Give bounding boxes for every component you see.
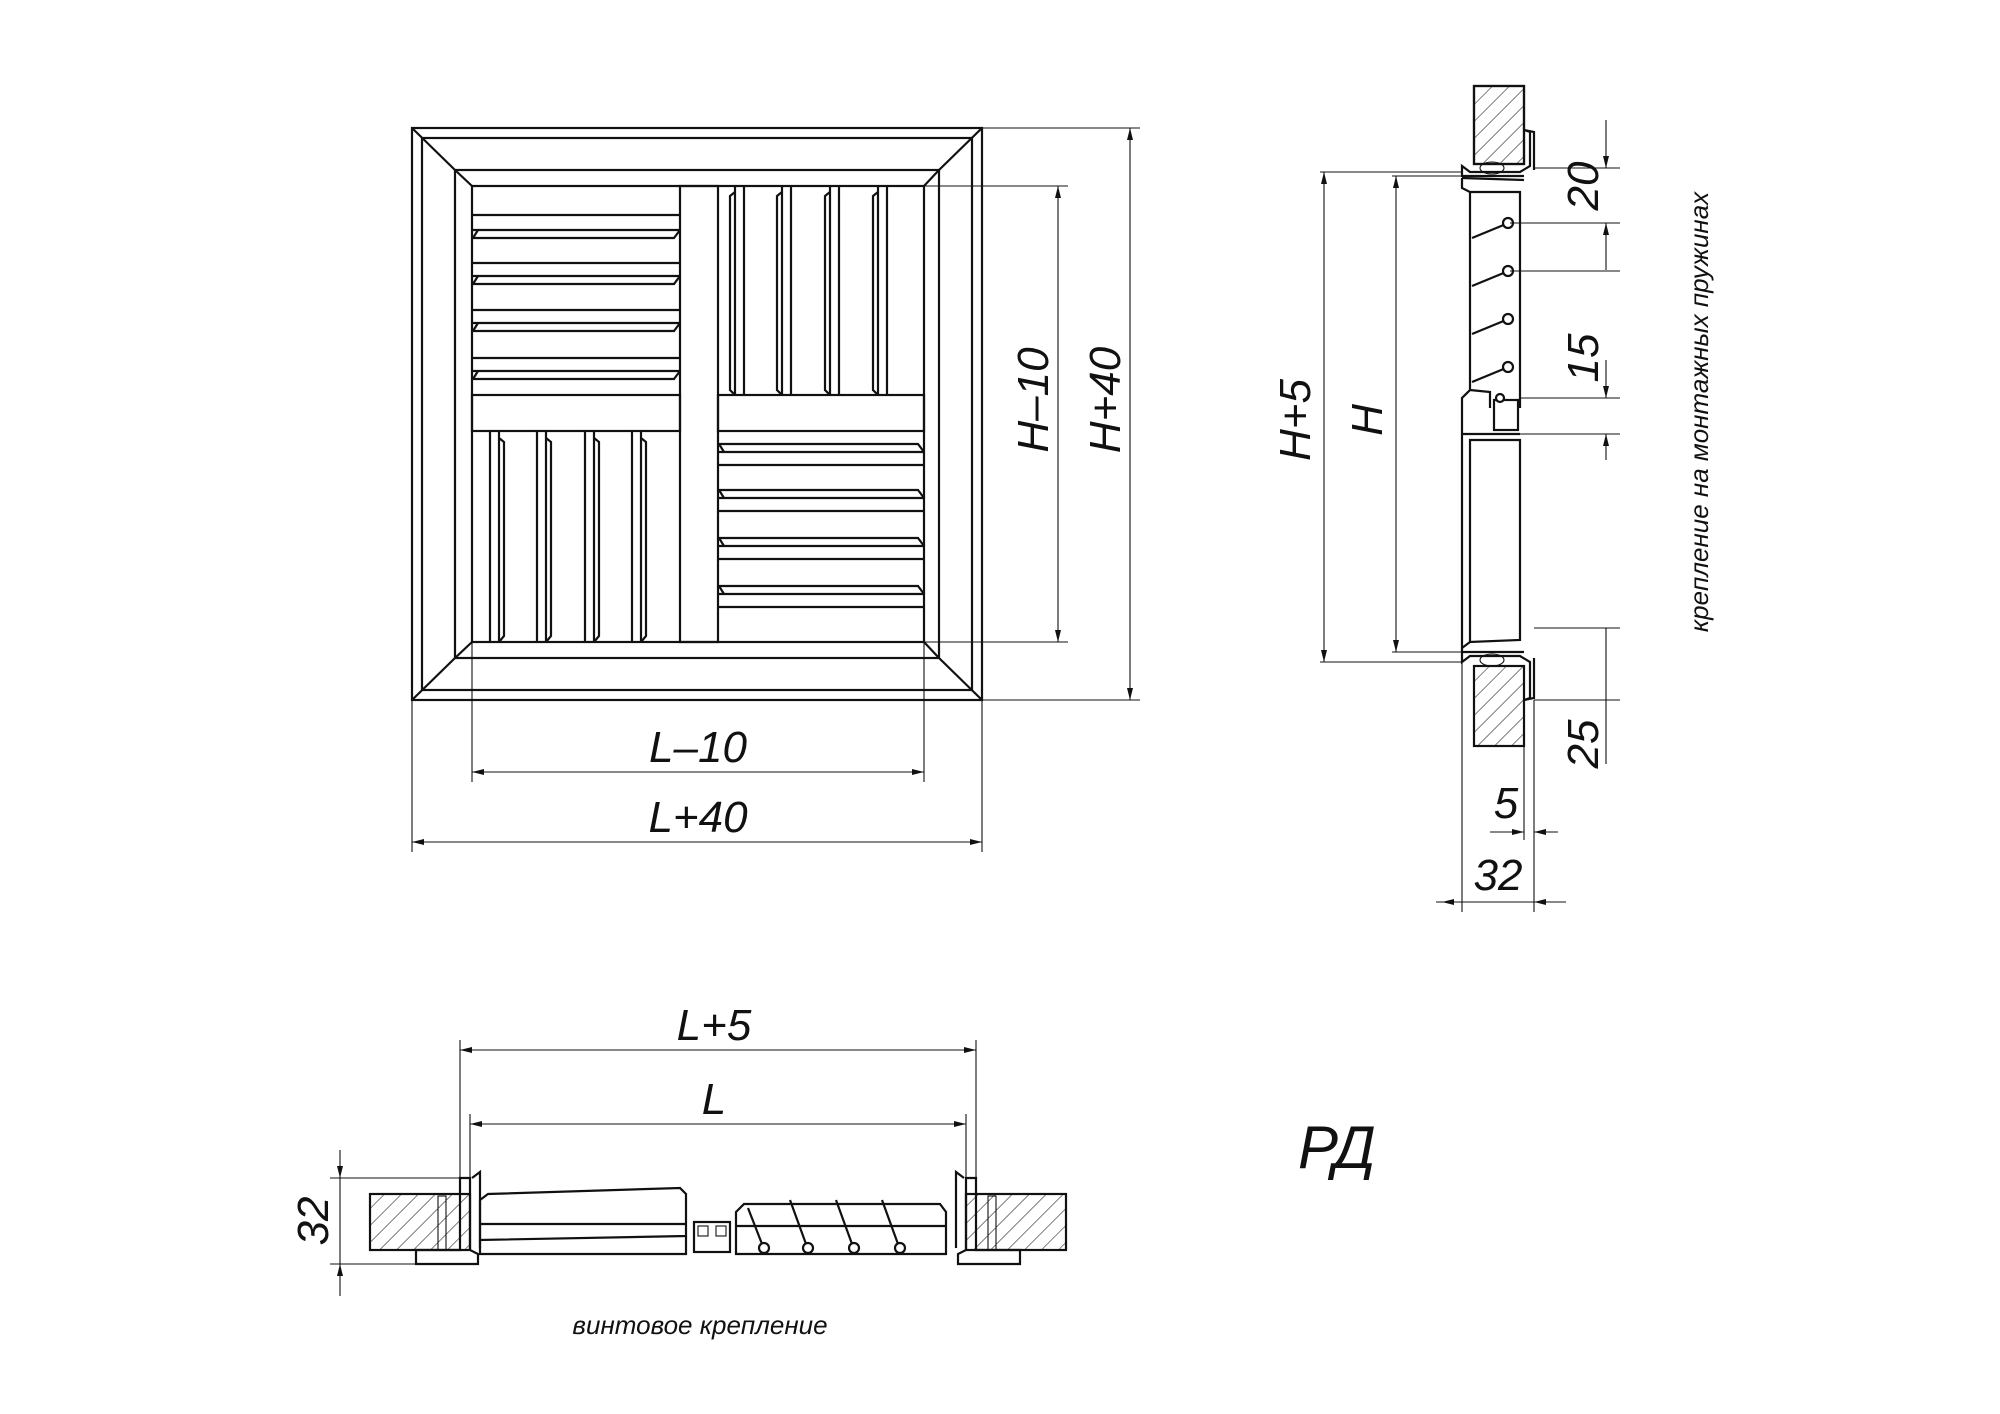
side-view: H+5 H 20 15 25 5 32 крепление на монтажн… <box>1271 84 1714 912</box>
section-dimensions <box>330 1040 977 1296</box>
front-view: L–10 L+40 H–10 H+40 <box>410 126 1140 852</box>
dim-top-offset: 20 <box>1559 161 1608 211</box>
dim-outer-height: H+40 <box>1081 346 1130 453</box>
dim-width: L <box>702 1075 726 1124</box>
dim-inner-height: H–10 <box>1009 347 1058 453</box>
front-dimensions <box>411 127 1140 852</box>
section-springs <box>746 1199 907 1255</box>
dim-inner-width: L–10 <box>649 723 747 772</box>
dim-spring-pitch: 15 <box>1559 333 1608 382</box>
side-view-note: крепление на монтажных пружинах <box>1684 191 1714 632</box>
louvers-top-right <box>728 186 889 396</box>
mounting-springs <box>1471 216 1515 404</box>
side-dimensions <box>1320 120 1620 912</box>
louvers-bottom-right <box>717 442 925 609</box>
dim-width-plus: L+5 <box>677 1001 752 1050</box>
dim-outer-width: L+40 <box>648 793 748 842</box>
dim-depth-side: 32 <box>1474 851 1523 900</box>
dim-height-plus: H+5 <box>1271 379 1320 461</box>
product-code: РД <box>1298 1114 1376 1181</box>
dim-bottom-offset: 25 <box>1559 719 1608 769</box>
dim-depth-section: 32 <box>289 1197 338 1246</box>
louvers-bottom-left <box>488 431 648 643</box>
louvers-top-left <box>471 213 681 381</box>
section-view: L+5 L 32 винтовое крепление <box>289 1001 1068 1340</box>
section-view-note: винтовое крепление <box>572 1310 827 1340</box>
dim-height: H <box>1343 404 1392 436</box>
dim-flange: 5 <box>1494 779 1519 828</box>
